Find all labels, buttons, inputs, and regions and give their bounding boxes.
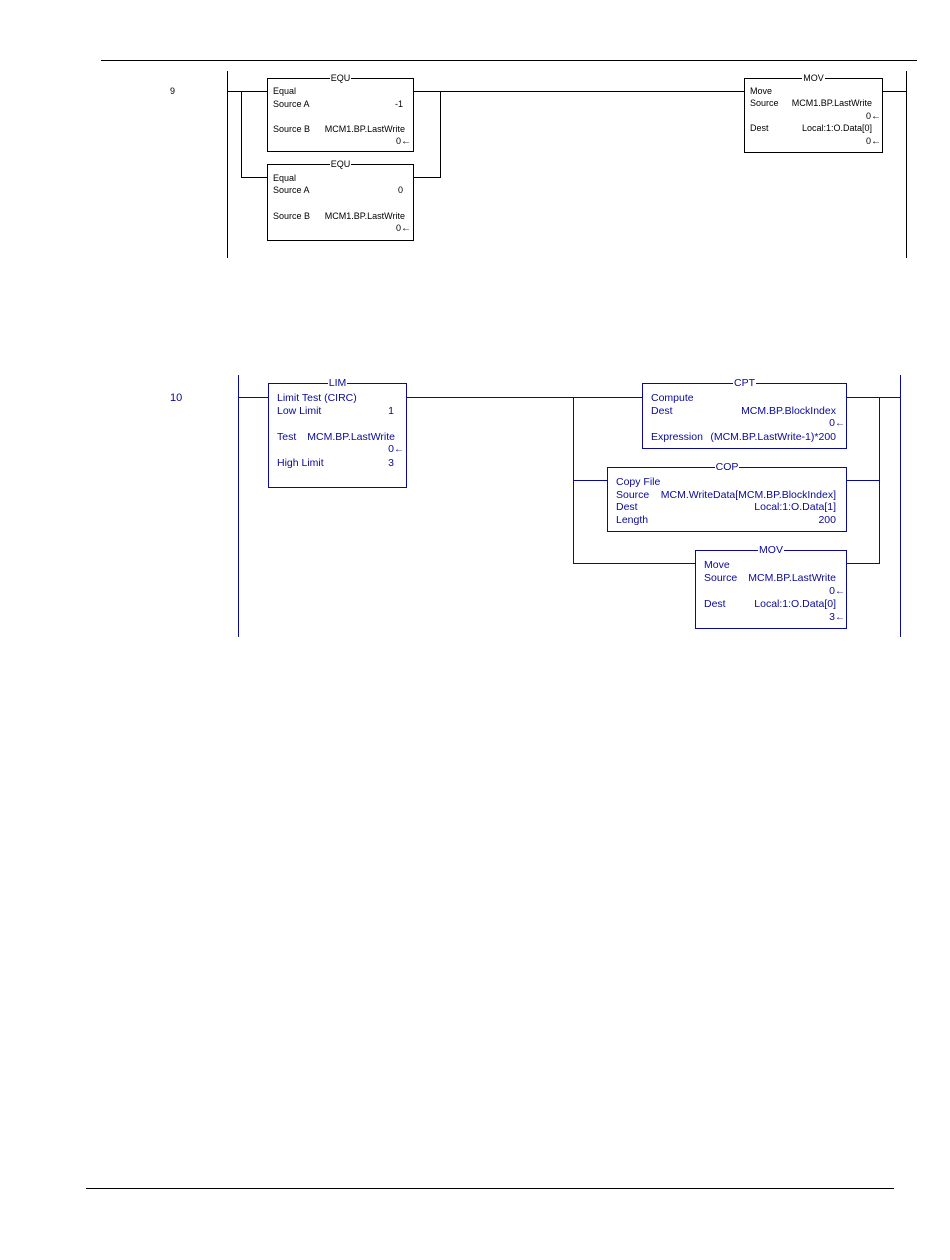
test-label: Test	[277, 431, 297, 443]
length-label: Length	[616, 514, 649, 526]
arrow-left-icon: ←	[871, 111, 881, 122]
cop-instruction[interactable]: COP Copy File Source MCM.WriteData[MCM.B…	[607, 461, 847, 532]
footer-rule	[86, 1188, 894, 1189]
dest-label: Dest	[616, 501, 638, 513]
value-text: 0	[865, 136, 871, 146]
instruction-name: Move	[704, 559, 730, 571]
instruction-mnemonic: EQU	[329, 159, 352, 169]
dest-label: Dest	[750, 123, 769, 133]
equ-instruction-1[interactable]: EQU Equal Source A -1 Source B MCM1.BP.L…	[267, 73, 414, 152]
cpt-instruction[interactable]: CPT Compute Dest MCM.BP.BlockIndex 0← Ex…	[642, 377, 847, 449]
source-label: Source	[704, 572, 738, 584]
dest-label: Dest	[704, 598, 726, 610]
dest-tag[interactable]: Local:1:O.Data[1]	[754, 501, 836, 513]
value-text: 0	[865, 111, 871, 121]
source-b-tag[interactable]: MCM1.BP.LastWrite	[324, 211, 405, 221]
source-b-label: Source B	[273, 211, 311, 221]
dest-value: 0←	[829, 417, 845, 430]
arrow-left-icon: ←	[871, 136, 881, 147]
source-a-label: Source A	[273, 185, 310, 195]
high-limit-label: High Limit	[277, 457, 324, 469]
value-text: 0	[395, 223, 401, 233]
instruction-name: Copy File	[616, 476, 661, 488]
instruction-name: Compute	[651, 392, 694, 404]
high-limit-value[interactable]: 3	[388, 457, 394, 469]
source-tag[interactable]: MCM.BP.LastWrite	[748, 572, 836, 584]
source-tag[interactable]: MCM1.BP.LastWrite	[791, 98, 872, 108]
rung-number: 9	[170, 86, 176, 96]
source-a-label: Source A	[273, 99, 310, 109]
value-text: 0	[395, 136, 401, 146]
value-text: 0	[388, 443, 394, 455]
value-text: 0	[829, 417, 835, 429]
instruction-name: Equal	[273, 173, 297, 183]
instruction-mnemonic: LIM	[327, 377, 348, 389]
source-b-value: 0←	[396, 222, 411, 235]
arrow-left-icon: ←	[401, 136, 411, 147]
source-b-label: Source B	[273, 124, 311, 134]
source-label: Source	[750, 98, 779, 108]
expression-value[interactable]: (MCM.BP.LastWrite-1)*200	[710, 431, 836, 443]
arrow-left-icon: ←	[835, 586, 845, 597]
instruction-mnemonic: EQU	[329, 73, 352, 83]
dest-label: Dest	[651, 405, 673, 417]
instruction-name: Equal	[273, 86, 297, 96]
arrow-left-icon: ←	[401, 223, 411, 234]
source-b-tag[interactable]: MCM1.BP.LastWrite	[324, 124, 405, 134]
header-rule	[101, 60, 917, 61]
value-text: 0	[829, 585, 835, 597]
dest-tag[interactable]: Local:1:O.Data[0]	[801, 123, 872, 133]
source-label: Source	[616, 489, 650, 501]
instruction-name: Move	[750, 86, 773, 96]
dest-value: 3←	[829, 611, 845, 624]
lim-instruction[interactable]: LIM Limit Test (CIRC) Low Limit 1 Test M…	[268, 377, 407, 488]
test-value: 0←	[388, 443, 404, 456]
source-value: 0←	[829, 585, 845, 598]
test-tag[interactable]: MCM.BP.LastWrite	[307, 431, 395, 443]
instruction-mnemonic: MOV	[758, 544, 784, 556]
dest-tag[interactable]: Local:1:O.Data[0]	[754, 598, 836, 610]
rung-10-wires	[238, 375, 901, 637]
expression-label: Expression	[651, 431, 703, 443]
low-limit-value[interactable]: 1	[388, 405, 394, 417]
instruction-mnemonic: COP	[714, 461, 740, 473]
value-text: 3	[829, 611, 835, 623]
low-limit-label: Low Limit	[277, 405, 322, 417]
instruction-name: Limit Test (CIRC)	[277, 392, 357, 404]
length-value[interactable]: 200	[818, 514, 836, 526]
instruction-mnemonic: CPT	[733, 377, 756, 389]
dest-value: 0←	[866, 135, 881, 148]
arrow-left-icon: ←	[394, 444, 404, 455]
arrow-left-icon: ←	[835, 418, 845, 429]
source-b-value: 0←	[396, 135, 411, 148]
source-tag[interactable]: MCM.WriteData[MCM.BP.BlockIndex]	[660, 489, 836, 501]
mov-instruction[interactable]: MOV Move Source MCM.BP.LastWrite 0← Dest…	[695, 544, 847, 629]
mov-instruction[interactable]: MOV Move Source MCM1.BP.LastWrite 0← Des…	[744, 73, 883, 153]
source-a-value[interactable]: -1	[394, 99, 403, 109]
dest-tag[interactable]: MCM.BP.BlockIndex	[741, 405, 836, 417]
rung-9-wires	[227, 71, 907, 258]
rung-number: 10	[170, 392, 183, 404]
source-a-value[interactable]: 0	[397, 185, 403, 195]
instruction-mnemonic: MOV	[802, 73, 825, 83]
arrow-left-icon: ←	[835, 612, 845, 623]
equ-instruction-2[interactable]: EQU Equal Source A 0 Source B MCM1.BP.La…	[267, 159, 414, 241]
source-value: 0←	[866, 110, 881, 123]
